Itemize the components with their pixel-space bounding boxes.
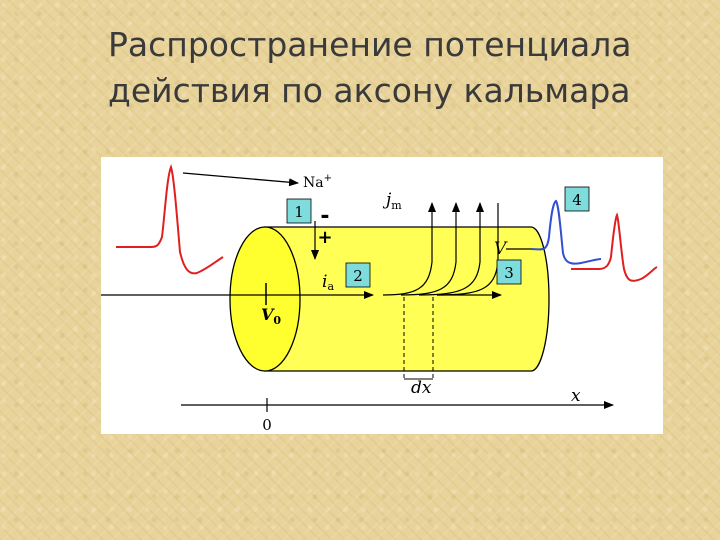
v0-main: V [261, 305, 275, 324]
label-box-4 [564, 186, 590, 212]
axon-cylinder-end [229, 226, 301, 372]
axial-current-sub: a [327, 280, 334, 293]
v-label: V [494, 239, 508, 259]
na-arrow [182, 172, 299, 187]
label-box-1-text: 1 [294, 203, 304, 221]
x-axis-origin-label: 0 [262, 416, 272, 434]
na-ion-charge: + [324, 173, 332, 184]
slide-title: Распространение потенциала действия по а… [108, 22, 668, 114]
na-ion-label: Na+ [303, 173, 332, 191]
label-box-3-text: 3 [504, 264, 514, 282]
slide-title-line-1: Распространение потенциала [108, 25, 632, 64]
membrane-current-line-2 [400, 202, 460, 296]
action-potential-trace-right-blue [530, 199, 602, 265]
axon-cylinder-body [264, 226, 550, 372]
action-potential-trace-left [116, 163, 224, 275]
minus-sign: - [320, 204, 329, 229]
membrane-current-line-1 [382, 202, 436, 296]
label-box-1 [286, 198, 312, 224]
v0-label: V0 [261, 305, 281, 327]
membrane-current-line-3 [418, 202, 484, 296]
label-box-4-text: 4 [572, 191, 582, 209]
v0-sub: 0 [273, 314, 281, 327]
plus-sign: + [317, 227, 332, 248]
axon-diagram: Na+ 1 - + ia 2 V0 jm V [101, 157, 663, 434]
membrane-current-label: jm [382, 190, 402, 212]
dx-label: dx [411, 378, 432, 398]
axial-current-main: i [322, 272, 327, 292]
label-box-2 [345, 262, 371, 288]
membrane-current-main: j [382, 190, 392, 210]
label-box-3 [496, 259, 522, 285]
membrane-current-sub: m [391, 199, 402, 212]
slide-title-line-2: действия по аксону кальмара [108, 71, 631, 110]
axon-diagram-svg: Na+ 1 - + ia 2 V0 jm V [101, 163, 658, 434]
label-box-2-text: 2 [353, 267, 363, 285]
action-potential-trace-right-red [571, 212, 658, 282]
na-ion-main: Na [303, 175, 324, 191]
x-axis-label: x [571, 386, 581, 406]
axial-current-label: ia [322, 272, 334, 293]
